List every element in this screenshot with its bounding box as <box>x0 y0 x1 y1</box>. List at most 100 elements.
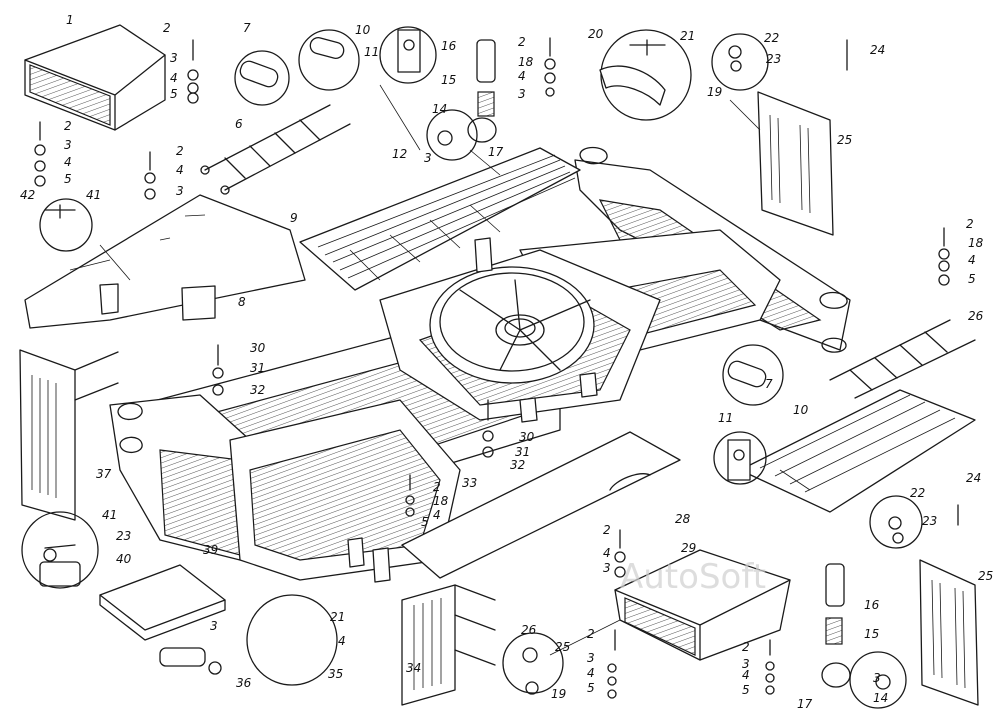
part-number-label: 4 <box>587 666 595 680</box>
part-number-label: 3 <box>170 51 178 65</box>
part-number-label: 26 <box>968 309 984 323</box>
part-number-label: 3 <box>873 671 881 685</box>
part-number-label: 10 <box>793 403 809 417</box>
part-number-label: 18 <box>433 494 449 508</box>
part-number-label: 23 <box>922 514 937 528</box>
center-flat-panel <box>401 431 681 579</box>
part-number-label: 3 <box>742 657 750 671</box>
part-number-label: 23 <box>766 52 781 66</box>
part-number-label: 3 <box>603 561 611 575</box>
part-number-label: 2 <box>176 144 184 158</box>
ladder-left <box>200 104 351 195</box>
part-number-label: 3 <box>176 184 184 198</box>
part-number-label: 17 <box>488 145 504 159</box>
toolbox-29 <box>614 549 791 661</box>
part-number-label: 3 <box>424 151 432 165</box>
part-number-label: 23 <box>116 529 131 543</box>
part-number-label: 2 <box>587 627 595 641</box>
guard-25-bottom <box>919 559 979 706</box>
part-number-label: 28 <box>675 512 691 526</box>
part-number-label: 30 <box>519 430 535 444</box>
part-number-label: 25 <box>978 569 993 583</box>
watermark: AutoSoft <box>620 557 766 597</box>
part-number-label: 31 <box>250 361 265 375</box>
part-number-label: 4 <box>518 69 526 83</box>
part-number-label: 39 <box>203 543 218 557</box>
part-number-label: 19 <box>551 687 566 701</box>
part-number-label: 5 <box>421 515 429 529</box>
part-number-label: 16 <box>441 39 457 53</box>
part-number-label: 10 <box>355 23 371 37</box>
part-number-label: 4 <box>433 508 441 522</box>
part-number-label: 12 <box>392 147 407 161</box>
part-number-label: 18 <box>968 236 984 250</box>
part-number-label: 29 <box>681 541 696 555</box>
toolbox-1 <box>24 24 166 131</box>
part-number-label: 41 <box>86 188 101 202</box>
part-number-label: 33 <box>462 476 477 490</box>
part-number-label: 15 <box>441 73 456 87</box>
part-number-label: 17 <box>797 697 813 711</box>
part-number-label: 5 <box>968 272 976 286</box>
part-number-label: 4 <box>176 163 184 177</box>
part-number-label: 7 <box>765 377 773 391</box>
part-number-label: 3 <box>587 651 595 665</box>
detail-circles <box>21 26 923 709</box>
part-number-label: 25 <box>555 640 570 654</box>
part-number-label: 26 <box>521 623 537 637</box>
part-number-label: 4 <box>603 546 611 560</box>
part-number-label: 5 <box>587 681 595 695</box>
part-number-label: 9 <box>290 211 298 225</box>
ladder-right <box>829 319 976 399</box>
right-ribbed-platform <box>739 389 976 513</box>
main-frame <box>109 146 851 583</box>
part-number-label: 41 <box>102 508 117 522</box>
upper-ribbed-platform <box>299 147 581 291</box>
part-number-label: 21 <box>330 610 345 624</box>
part-number-label: 30 <box>250 341 266 355</box>
guard-25-top <box>757 91 834 236</box>
part-number-label: 35 <box>328 667 343 681</box>
part-number-label: 42 <box>20 188 35 202</box>
part-number-label: 4 <box>742 668 750 682</box>
part-number-label: 4 <box>968 253 976 267</box>
hardware-parts <box>34 29 959 699</box>
part-number-label: 37 <box>96 467 112 481</box>
part-number-label: 21 <box>680 29 695 43</box>
part-number-label: 11 <box>718 411 733 425</box>
part-number-label: 15 <box>864 627 879 641</box>
part-number-label: 3 <box>518 87 526 101</box>
part-number-label: 6 <box>235 117 243 131</box>
part-number-label: 16 <box>864 598 880 612</box>
part-number-label: 5 <box>742 683 750 697</box>
part-number-label: 2 <box>742 640 750 654</box>
part-number-label: 2 <box>163 21 171 35</box>
part-number-label: 3 <box>210 619 218 633</box>
part-number-label: 2 <box>966 217 974 231</box>
guard-37 <box>19 349 119 521</box>
part-number-label: 22 <box>764 31 779 45</box>
part-number-label: 25 <box>837 133 852 147</box>
guard-34 <box>401 584 496 706</box>
part-number-label: 14 <box>873 691 888 705</box>
part-number-label: 1 <box>66 13 74 27</box>
part-number-label: 31 <box>515 445 530 459</box>
left-top-platform <box>24 194 306 329</box>
part-number-label: 8 <box>238 295 246 309</box>
part-number-label: 14 <box>432 102 447 116</box>
part-number-label: 3 <box>64 138 72 152</box>
part-number-label: 2 <box>603 523 611 537</box>
part-number-label: 24 <box>966 471 981 485</box>
part-number-label: 19 <box>707 85 722 99</box>
part-number-label: 4 <box>170 71 178 85</box>
part-number-label: 34 <box>406 661 421 675</box>
part-number-label: 4 <box>64 155 72 169</box>
part-number-label: 2 <box>64 119 72 133</box>
part-number-label: 40 <box>116 552 132 566</box>
part-number-label: 20 <box>588 27 604 41</box>
part-number-label: 11 <box>364 45 379 59</box>
part-number-label: 2 <box>433 480 441 494</box>
cover-39 <box>99 564 226 641</box>
